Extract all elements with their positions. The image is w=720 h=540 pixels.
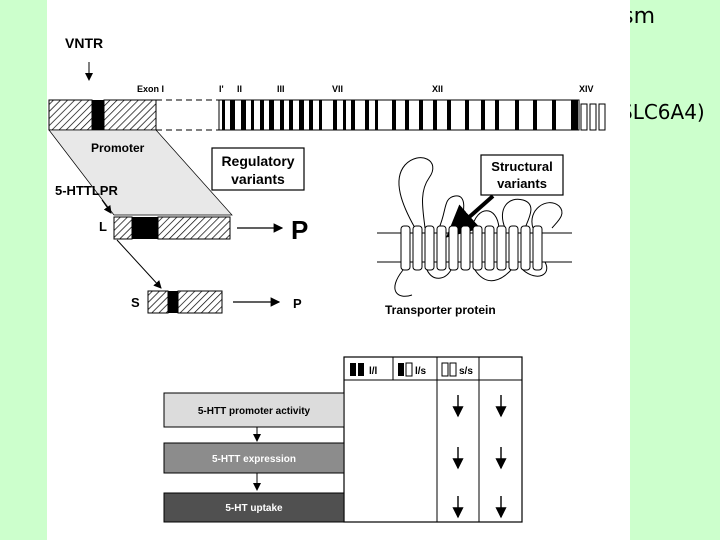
exon-label-1: Exon I [137, 84, 164, 94]
transporter-label: Transporter protein [385, 303, 496, 317]
short-output-label: P [293, 296, 302, 311]
structural-variants-box [480, 154, 564, 196]
row-bar-promoter-activity [163, 392, 345, 428]
row-label-expression: 5-HTT expression [212, 454, 296, 465]
table-down-arrows [452, 395, 507, 519]
regulatory-box-line1: Regulatory [221, 153, 294, 169]
exon-label-12: XII [432, 84, 443, 94]
exon-label-1prime: I' [219, 84, 224, 94]
regulatory-box-line2: variants [231, 171, 285, 187]
long-output-label: P [291, 215, 308, 245]
row-bar-uptake [163, 492, 345, 523]
exon-label-3: III [277, 84, 285, 94]
short-allele-promoter [147, 290, 223, 314]
allele-long-label: L [99, 219, 107, 234]
row-label-uptake: 5-HT uptake [225, 503, 283, 514]
figure-svg: VNTR Exon I I' II III VII XII XIV [48, 35, 606, 523]
regulatory-variants-box [211, 147, 305, 191]
vntr-label: VNTR [65, 35, 103, 51]
table-header-ls: l/s [415, 366, 427, 377]
row-bar-expression [163, 442, 345, 474]
exon-label-7: VII [332, 84, 343, 94]
transporter-protein [377, 157, 572, 297]
exon-label-14: XIV [579, 84, 594, 94]
httlpr-label: 5-HTTLPR [55, 183, 118, 198]
promoter-expansion [48, 129, 233, 216]
exon-label-2: II [237, 84, 242, 94]
promoter-label: Promoter [91, 141, 145, 155]
allele-short-label: S [131, 295, 140, 310]
serotonin-transporter-figure: VNTR Exon I I' II III VII XII XIV [47, 0, 630, 540]
row-label-promoter-activity: 5-HTT promoter activity [198, 406, 311, 417]
table-header-ss: s/s [459, 366, 473, 377]
genotype-table: l/l l/s s/s [343, 356, 523, 523]
long-allele-arrow [101, 199, 112, 214]
table-header-ll: l/l [369, 366, 378, 377]
short-allele-arrow [116, 239, 162, 289]
structural-box-line1: Structural [491, 159, 552, 174]
gene-structure [48, 99, 606, 131]
structural-box-line2: variants [497, 176, 547, 191]
slide-gene-fragment: SLC6A4) [620, 100, 705, 124]
long-allele-promoter [113, 216, 231, 240]
